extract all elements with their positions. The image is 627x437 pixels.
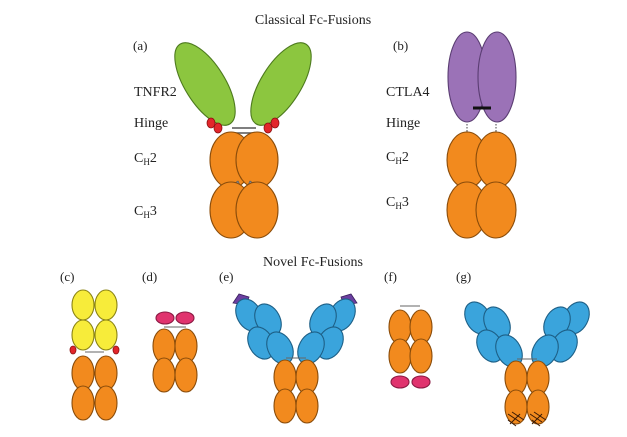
tnfr2-domain-right	[250, 42, 312, 126]
ch3-domain-e-right	[295, 388, 319, 424]
ch3-domain-f-left	[388, 338, 412, 374]
ch3-domain-c-left	[71, 385, 95, 421]
pink-domain-d-right	[175, 311, 195, 325]
ch3-domain-d-right	[174, 357, 198, 393]
panel-label-c: (c)	[60, 269, 74, 284]
tnfr2-domain-left	[174, 42, 236, 126]
ch3-domain-b-right	[475, 181, 517, 239]
ch2-domain-c-left	[71, 355, 95, 391]
yellow-domain-c-2	[94, 289, 118, 321]
label-hinge-b: Hinge	[386, 116, 420, 131]
ch3-domain-e-left	[273, 388, 297, 424]
glycan-c-right	[112, 345, 120, 355]
panel-label-a: (a)	[133, 38, 147, 53]
structure-c	[69, 289, 120, 421]
ch2-domain-a-right	[235, 131, 279, 189]
pink-domain-f-right	[411, 375, 431, 389]
structure-d	[152, 311, 198, 393]
structure-a	[174, 42, 312, 239]
ch3-domain-c-right	[94, 385, 118, 421]
label-hinge-a: Hinge	[134, 116, 168, 131]
pink-domain-d-left	[155, 311, 175, 325]
panel-label-e: (e)	[219, 269, 233, 284]
hatch-marks-g	[507, 411, 547, 427]
ch3-domain-a-right	[235, 181, 279, 239]
pink-domain-f-left	[390, 375, 410, 389]
yellow-domain-c-3	[71, 319, 95, 351]
ch2-domain-b-right	[475, 131, 517, 189]
glycan-a-right-2	[263, 122, 273, 134]
yellow-domain-c-1	[71, 289, 95, 321]
glycan-a-right-1	[270, 117, 280, 129]
structure-e	[232, 293, 358, 424]
label-ch2-b: CH2	[386, 150, 409, 166]
panel-label-d: (d)	[142, 269, 157, 284]
panel-label-g: (g)	[456, 269, 471, 284]
glycan-a-left-2	[213, 122, 223, 134]
structure-b	[446, 31, 517, 239]
panel-label-b: (b)	[393, 38, 408, 53]
label-ch2-a: CH2	[134, 151, 157, 167]
ch2-domain-c-right	[94, 355, 118, 391]
label-ctla4: CTLA4	[386, 85, 430, 100]
ctla4-domain-right	[477, 31, 517, 123]
classical-title: Classical Fc-Fusions	[255, 13, 371, 28]
ch3-domain-d-left	[152, 357, 176, 393]
label-tnfr2: TNFR2	[134, 85, 177, 100]
yellow-domain-c-4	[94, 319, 118, 351]
structure-g	[464, 301, 590, 427]
glycan-c-left	[69, 345, 77, 355]
ch3-domain-f-right	[409, 338, 433, 374]
label-ch3-b: CH3	[386, 195, 409, 211]
novel-title: Novel Fc-Fusions	[263, 255, 363, 270]
panel-label-f: (f)	[384, 269, 397, 284]
glycan-a-left-1	[206, 117, 216, 129]
structure-f	[388, 305, 433, 389]
label-ch3-a: CH3	[134, 204, 157, 220]
